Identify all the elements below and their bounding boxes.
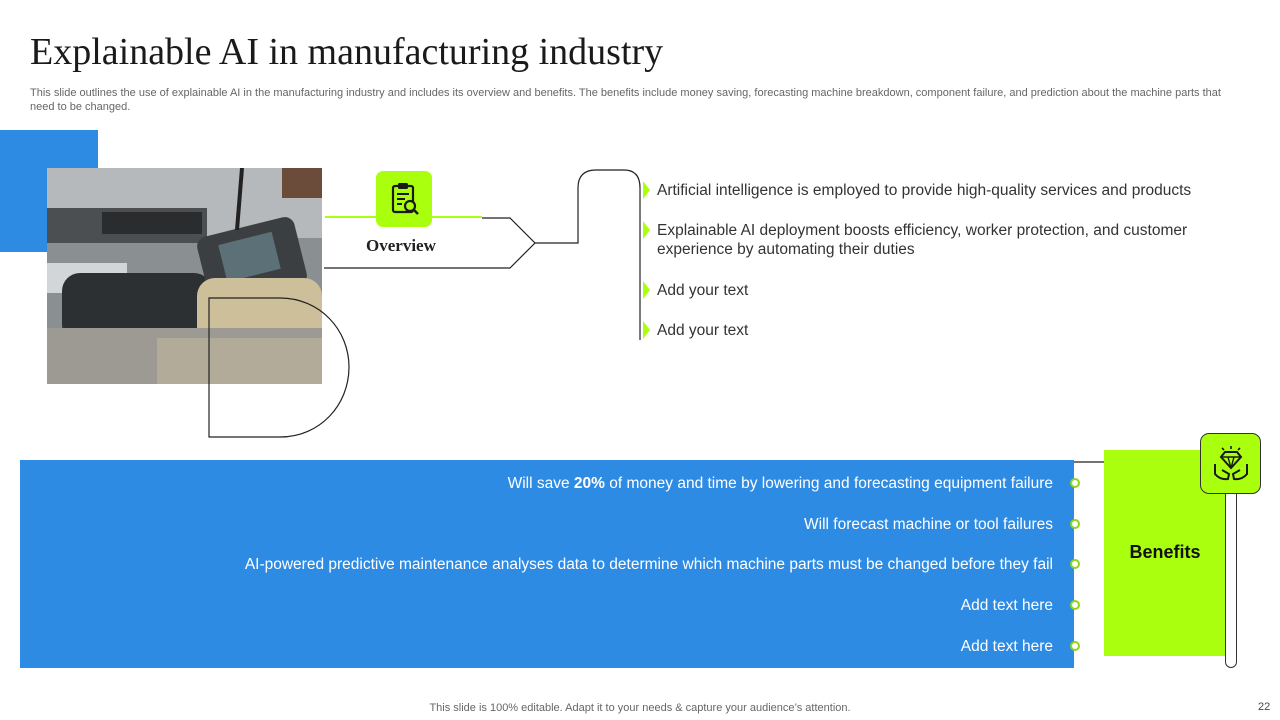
bullet-dot-icon [1070, 559, 1080, 569]
hands-diamond-icon [1200, 433, 1261, 494]
benefits-label: Benefits [1129, 542, 1201, 562]
benefit-item: Add text here [960, 638, 1053, 655]
bullet-dot-icon [1070, 600, 1080, 610]
benefits-panel [20, 460, 1074, 668]
benefits-stem [1225, 490, 1237, 668]
overview-item: Add your text [643, 321, 1233, 340]
bullet-dot-icon [1070, 478, 1080, 488]
benefit-item: Will forecast machine or tool failures [804, 516, 1053, 533]
overview-item: Artificial intelligence is employed to p… [643, 181, 1233, 200]
benefit-item: Will save 20% of money and time by lower… [508, 475, 1053, 493]
slide-title: Explainable AI in manufacturing industry [30, 31, 664, 73]
bullet-dot-icon [1070, 641, 1080, 651]
benefit-highlight: 20% [573, 475, 605, 492]
green-arrow-icon [643, 181, 650, 199]
benefit-item: Add text here [960, 597, 1053, 614]
photo-illustration [47, 168, 322, 384]
slide-footer: This slide is 100% editable. Adapt it to… [429, 702, 851, 714]
green-arrow-icon [643, 281, 650, 299]
green-arrow-icon [643, 221, 650, 239]
overview-item-text: Add your text [657, 282, 749, 299]
green-arrow-icon [643, 321, 650, 339]
overview-label: Overview [366, 236, 436, 255]
manufacturing-photo [47, 168, 322, 384]
benefit-text-pre: Will save [507, 475, 574, 492]
overview-item: Add your text [643, 281, 1233, 300]
overview-item: Explainable AI deployment boosts efficie… [643, 221, 1233, 259]
overview-item-text: Add your text [657, 322, 749, 339]
slide-subtitle: This slide outlines the use of explainab… [30, 87, 1221, 113]
overview-item-text: Artificial intelligence is employed to p… [657, 182, 1192, 199]
page-number: 22 [1258, 701, 1271, 713]
overview-item-text: Explainable AI deployment boosts efficie… [657, 222, 1188, 258]
clipboard-search-icon [376, 171, 432, 227]
bullet-dot-icon [1070, 519, 1080, 529]
benefit-item: AI-powered predictive maintenance analys… [244, 556, 1053, 573]
benefit-text-post: of money and time by lowering and foreca… [604, 475, 1053, 492]
